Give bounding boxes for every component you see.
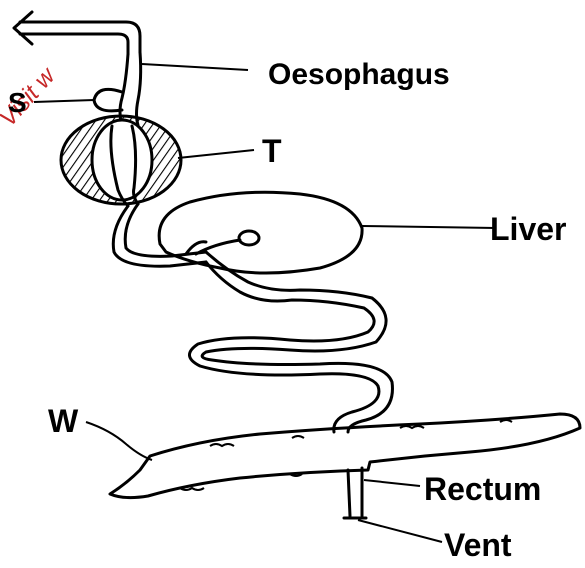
label-w: W xyxy=(48,403,79,439)
label-t: T xyxy=(262,133,282,169)
label-liver: Liver xyxy=(490,211,566,247)
label-rectum: Rectum xyxy=(424,471,541,507)
liver xyxy=(159,192,362,273)
label-vent: Vent xyxy=(444,527,512,563)
coiled-intestine xyxy=(189,252,392,432)
label-oesophagus: Oesophagus xyxy=(268,58,450,91)
oesophagus xyxy=(120,52,141,125)
crop-sac-s xyxy=(94,89,122,111)
gizzard-t xyxy=(61,116,181,206)
label-s: S xyxy=(8,87,27,118)
rectum xyxy=(344,468,366,518)
entry-arrow xyxy=(14,12,140,54)
